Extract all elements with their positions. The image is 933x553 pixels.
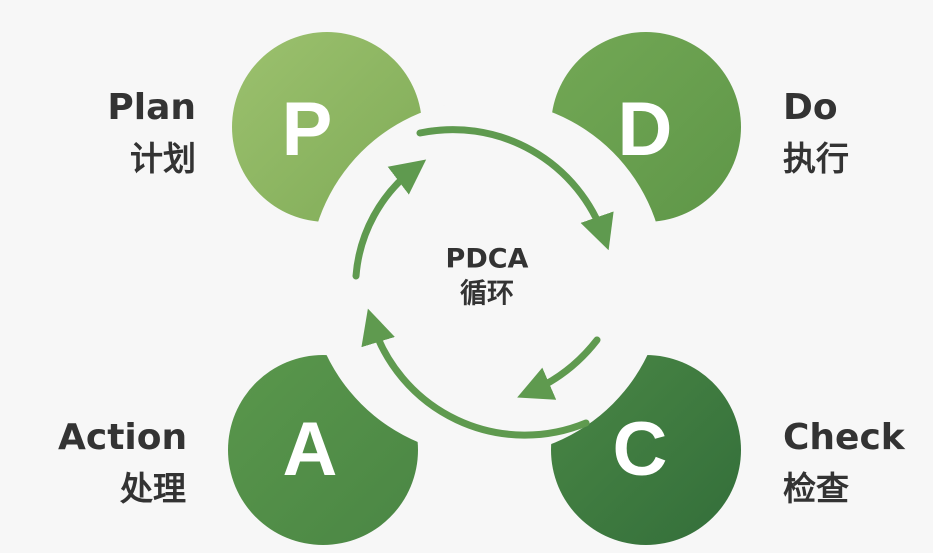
arrow-do-to-check [517,336,601,400]
plan-label-en: Plan [107,87,196,128]
do-label-zh: 执行 [783,139,849,178]
do-letter: D [618,87,673,172]
center-title: PDCA [446,244,529,275]
do-label-en: Do [783,87,838,128]
arrow-action-to-plan [352,159,427,280]
plan-label-zh: 计划 [130,139,196,178]
action-label-zh: 处理 [120,469,186,508]
action-letter: A [283,407,338,492]
check-letter: C [613,407,668,492]
check-label-zh: 检查 [783,469,849,508]
arrow-plan-to-do [416,126,614,251]
action-label-en: Action [58,417,188,458]
arrow-check-to-action [361,308,590,439]
plan-letter: P [282,87,333,172]
center-subtitle: 循环 [460,279,514,310]
check-label: Check 检查 [783,417,905,508]
do-label: Do 执行 [783,87,849,178]
action-label: Action 处理 [58,417,188,508]
check-label-en: Check [783,417,905,458]
plan-label: Plan 计划 [96,87,196,178]
